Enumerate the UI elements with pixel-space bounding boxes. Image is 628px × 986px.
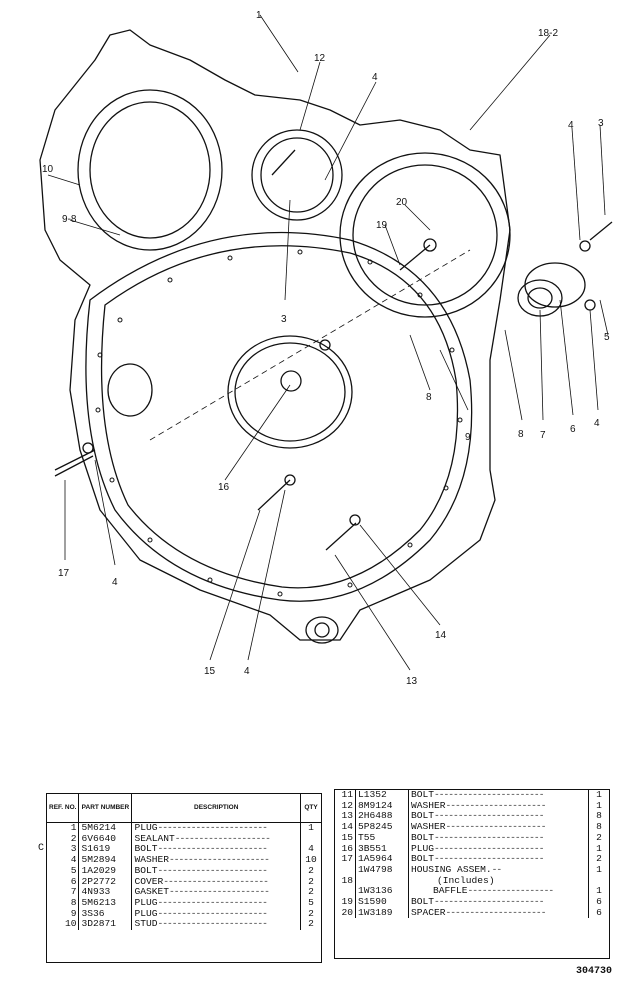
header-description: DESCRIPTION xyxy=(131,794,301,823)
callout-6: 6 xyxy=(570,424,576,435)
center-cover xyxy=(227,335,353,449)
callout-16: 16 xyxy=(218,482,230,493)
table-row: (Includes) xyxy=(335,875,609,887)
upper-right-bore xyxy=(339,152,511,318)
callout-9: 9 xyxy=(465,432,471,443)
callout-7: 7 xyxy=(540,430,546,441)
callout-1: 1 xyxy=(256,10,262,21)
figure-number: 304730 xyxy=(576,966,613,977)
callout-15: 15 xyxy=(204,666,216,677)
callout-4: 4 xyxy=(372,72,378,83)
housing-outline xyxy=(39,29,511,641)
callout-13: 13 xyxy=(406,676,418,687)
table-row: 18 1W4798 HOUSING ASSEM.-- 1 xyxy=(335,864,609,898)
lower-boss xyxy=(305,616,339,644)
margin-change-mark: C xyxy=(38,843,45,854)
main-flange xyxy=(85,231,473,602)
header-ref-no: REF. NO. xyxy=(47,794,80,823)
callout-4: 4 xyxy=(244,666,250,677)
upper-center-bore xyxy=(251,129,343,221)
header-qty: QTY xyxy=(300,794,321,823)
callout-9-8: 9-8 xyxy=(62,214,77,225)
callout-17: 17 xyxy=(58,568,70,579)
callout-8: 8 xyxy=(518,429,524,440)
callout-3: 3 xyxy=(281,314,287,325)
callout-18-2: 18-2 xyxy=(538,28,558,39)
callout-14: 14 xyxy=(435,630,447,641)
callout-20: 20 xyxy=(396,197,408,208)
table-row: 1W3136 BAFFLE------------------ 1 xyxy=(335,886,609,898)
callout-10: 10 xyxy=(42,164,54,175)
callout-5: 5 xyxy=(604,332,610,343)
header-part-number: PART NUMBER xyxy=(78,794,133,823)
callout-4: 4 xyxy=(568,120,574,131)
callout-12: 12 xyxy=(314,53,326,64)
callout-4: 4 xyxy=(112,577,118,588)
exploded-parts-illustration: 1 12 4 18-2 4 3 10 9-8 20 19 5 3 8 9 8 7… xyxy=(39,10,613,687)
callout-4: 4 xyxy=(594,418,600,429)
callout-3: 3 xyxy=(598,118,604,129)
callout-8: 8 xyxy=(426,392,432,403)
upper-left-bore xyxy=(77,89,223,251)
callout-19: 19 xyxy=(376,220,388,231)
